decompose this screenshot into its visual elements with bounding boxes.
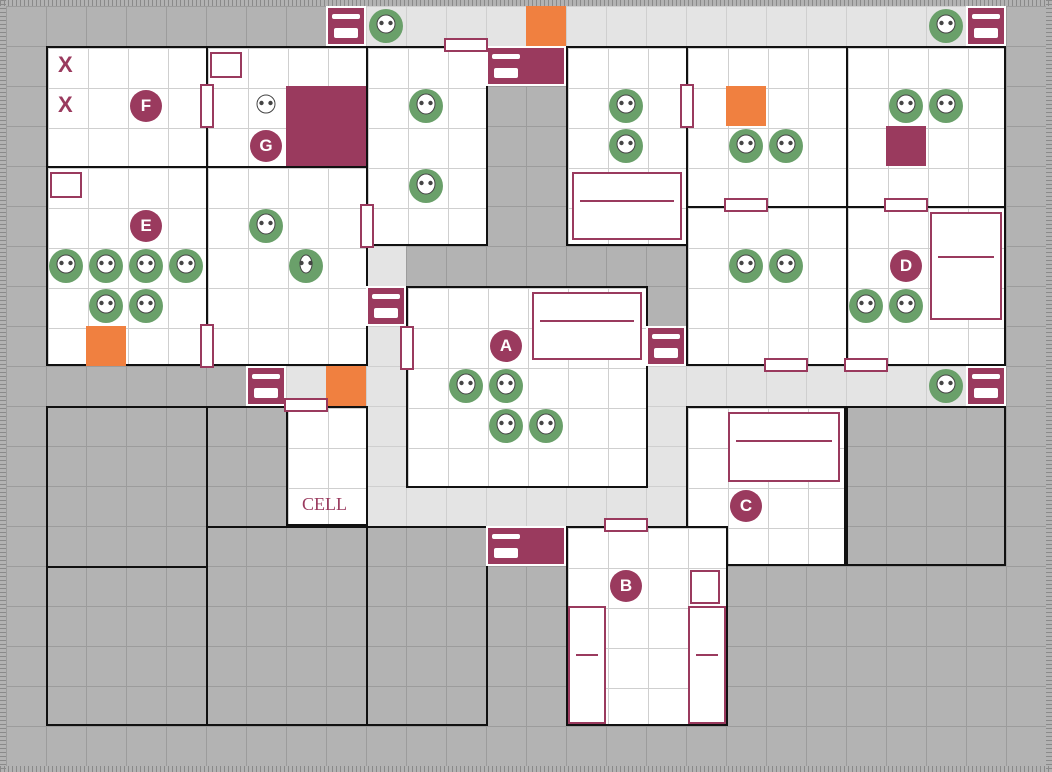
corridor-top bbox=[326, 6, 1006, 46]
dark-room-2 bbox=[206, 406, 288, 528]
spider-icon[interactable] bbox=[289, 249, 323, 283]
throne-stairs-icon bbox=[286, 86, 366, 166]
goblin-icon[interactable] bbox=[169, 249, 203, 283]
room-east bbox=[686, 206, 848, 366]
goblin-icon[interactable] bbox=[129, 249, 163, 283]
rubble-block bbox=[486, 46, 566, 86]
rubble-block bbox=[366, 286, 406, 326]
weapons-rack-icon bbox=[688, 606, 726, 724]
skull-icon[interactable] bbox=[529, 409, 563, 443]
wizard-icon[interactable] bbox=[249, 89, 283, 123]
orc-icon[interactable] bbox=[609, 129, 643, 163]
alchemist-bench-icon bbox=[930, 212, 1002, 320]
room-northeast bbox=[846, 46, 1006, 208]
board-edge-top bbox=[0, 0, 1052, 6]
skull-icon[interactable] bbox=[449, 369, 483, 403]
door[interactable] bbox=[604, 518, 648, 532]
rack-icon bbox=[728, 412, 840, 482]
x-mark: X bbox=[58, 52, 73, 77]
table-icon bbox=[532, 292, 642, 360]
dark-room-6 bbox=[846, 406, 1006, 566]
room-label-a: A bbox=[490, 330, 522, 362]
door[interactable] bbox=[284, 398, 328, 412]
dark-room-5 bbox=[366, 526, 488, 726]
fireplace-icon bbox=[886, 126, 926, 166]
skull-icon[interactable] bbox=[409, 169, 443, 203]
mummy-icon[interactable] bbox=[129, 289, 163, 323]
orc-icon[interactable] bbox=[729, 129, 763, 163]
door[interactable] bbox=[50, 172, 82, 198]
room-label-d: D bbox=[890, 250, 922, 282]
board-edge-bottom bbox=[0, 766, 1052, 772]
orc-icon[interactable] bbox=[849, 289, 883, 323]
room-label-b: B bbox=[610, 570, 642, 602]
room-cell bbox=[286, 406, 368, 526]
room-f bbox=[46, 46, 208, 168]
rubble-block bbox=[966, 366, 1006, 406]
skull-icon[interactable] bbox=[489, 409, 523, 443]
room-skulls-north bbox=[366, 46, 488, 246]
spear-trap-icon bbox=[326, 366, 366, 406]
sarcophagus-icon bbox=[568, 606, 606, 724]
pit-trap-icon bbox=[86, 326, 126, 366]
goblin-icon[interactable] bbox=[89, 249, 123, 283]
door[interactable] bbox=[884, 198, 928, 212]
board-edge-right bbox=[1046, 0, 1052, 772]
door[interactable] bbox=[360, 204, 374, 248]
door[interactable] bbox=[764, 358, 808, 372]
door[interactable] bbox=[724, 198, 768, 212]
skull-icon[interactable] bbox=[249, 209, 283, 243]
x-mark: X bbox=[58, 92, 73, 117]
rubble-block bbox=[646, 326, 686, 366]
gargoyle-icon[interactable] bbox=[929, 9, 963, 43]
dark-room-1 bbox=[46, 406, 208, 568]
room-label-c: C bbox=[730, 490, 762, 522]
door[interactable] bbox=[444, 38, 488, 52]
door[interactable] bbox=[200, 324, 214, 368]
skull-icon[interactable] bbox=[489, 369, 523, 403]
door[interactable] bbox=[400, 326, 414, 370]
door[interactable] bbox=[680, 84, 694, 128]
dark-room-4 bbox=[206, 526, 368, 726]
room-label-g: G bbox=[250, 130, 282, 162]
room-label-e: E bbox=[130, 210, 162, 242]
orc-icon[interactable] bbox=[769, 249, 803, 283]
skull-icon[interactable] bbox=[409, 89, 443, 123]
wizard-icon[interactable] bbox=[929, 369, 963, 403]
door[interactable] bbox=[210, 52, 242, 78]
rubble-block bbox=[486, 526, 566, 566]
rubble-block bbox=[326, 6, 366, 46]
door[interactable] bbox=[690, 570, 720, 604]
board-edge-left bbox=[0, 0, 6, 772]
orc-icon[interactable] bbox=[609, 89, 643, 123]
pit-trap-icon bbox=[526, 6, 566, 46]
orc-icon[interactable] bbox=[929, 89, 963, 123]
mummy-icon[interactable] bbox=[369, 9, 403, 43]
room-label-f: F bbox=[130, 90, 162, 122]
room-orcs-trap bbox=[686, 46, 848, 208]
dark-room-3 bbox=[46, 566, 208, 726]
table-icon bbox=[572, 172, 682, 240]
door[interactable] bbox=[844, 358, 888, 372]
orc-icon[interactable] bbox=[889, 289, 923, 323]
orc-icon[interactable] bbox=[769, 129, 803, 163]
cell-label: CELL bbox=[302, 494, 347, 514]
spear-trap-icon bbox=[726, 86, 766, 126]
orc-icon[interactable] bbox=[729, 249, 763, 283]
orc-icon[interactable] bbox=[889, 89, 923, 123]
mummy-icon[interactable] bbox=[89, 289, 123, 323]
door[interactable] bbox=[200, 84, 214, 128]
room-spider bbox=[206, 166, 368, 366]
goblin-icon[interactable] bbox=[49, 249, 83, 283]
rubble-block bbox=[966, 6, 1006, 46]
rubble-block bbox=[246, 366, 286, 406]
